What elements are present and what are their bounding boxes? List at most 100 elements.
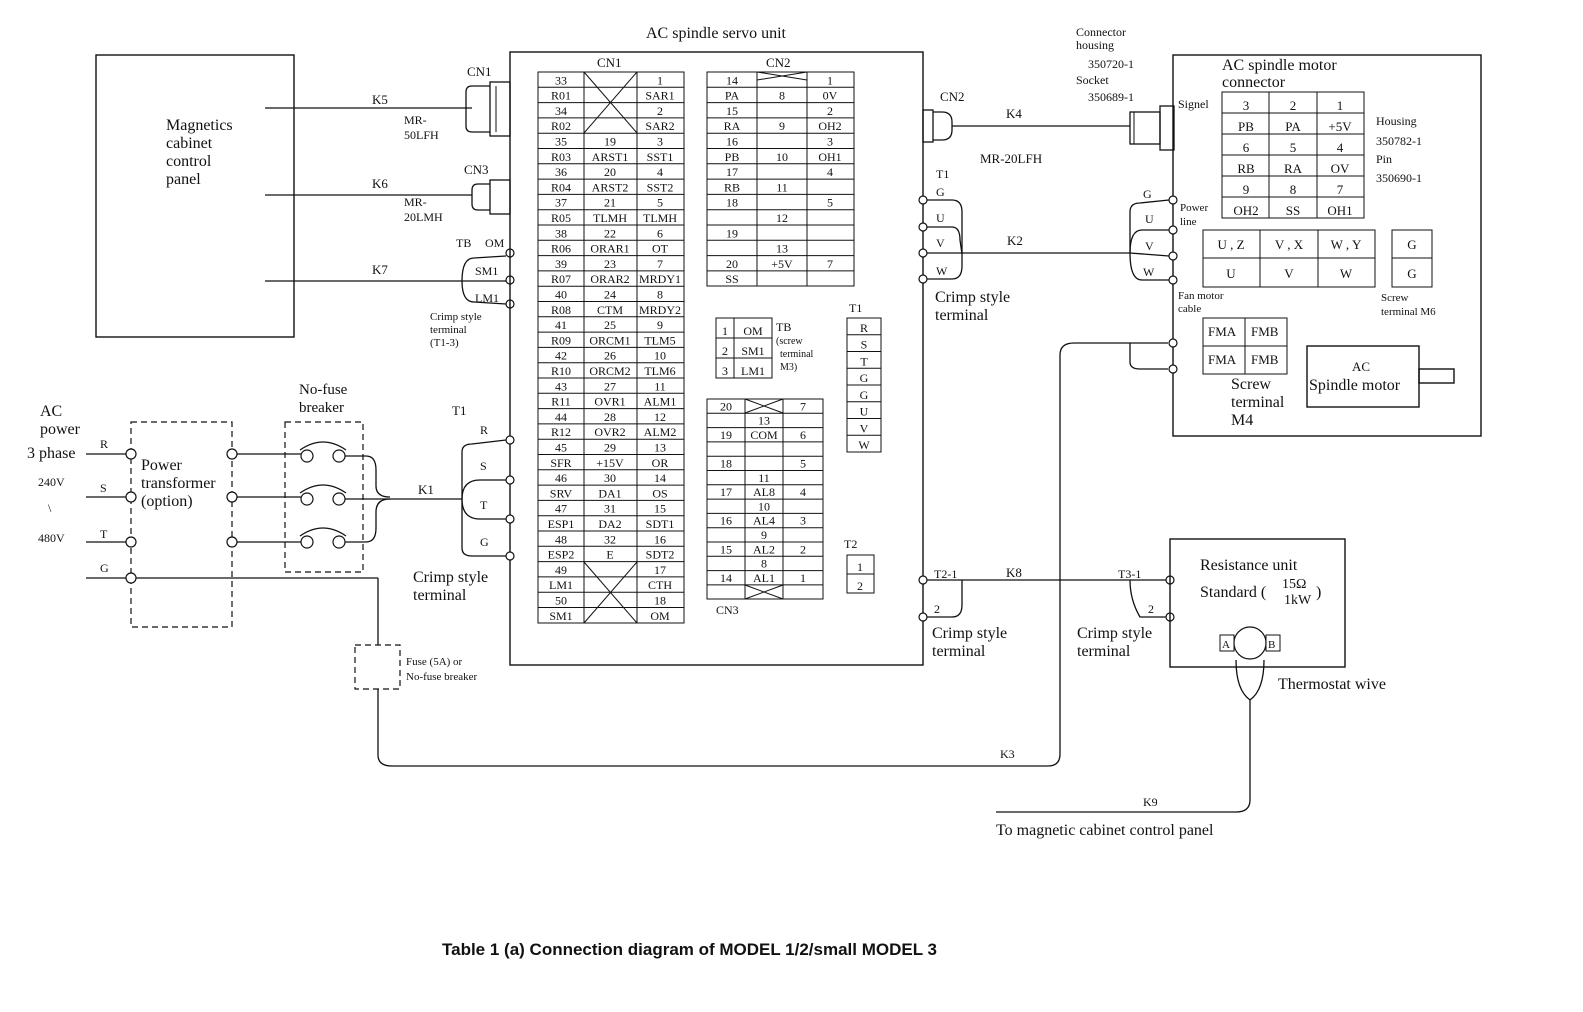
motor-signal-cell: PB [1238, 119, 1254, 134]
cn1-cell: 24 [604, 288, 616, 302]
cn3-cell: AL8 [753, 485, 775, 499]
ac-spindle-motor: AC Spindle motor [1306, 345, 1455, 408]
crimp-t13-3: (T1-3) [430, 337, 459, 349]
mr20lfh-label: MR-20LFH [980, 151, 1042, 166]
motor-signal-cell: 3 [1243, 98, 1250, 113]
power-240v: 240V [38, 475, 65, 489]
cn2-cell: 5 [827, 196, 833, 210]
t1-table-title: T1 [849, 301, 862, 315]
motor-label-1: AC [1352, 359, 1370, 374]
cn3-cell: 20 [720, 399, 732, 413]
cn3-cell: 19 [720, 428, 732, 442]
motor-signal-cell: 8 [1290, 182, 1297, 197]
cn1-cell: ORAR2 [590, 272, 629, 286]
right-crimp2-1: Crimp style [932, 625, 1007, 642]
t2-table-title: T2 [844, 537, 857, 551]
cn1-cell: R04 [551, 180, 571, 194]
cn1-cell: 33 [555, 73, 567, 87]
cn2-plug [922, 109, 1130, 143]
cn2-cell: SS [725, 272, 738, 286]
screw-m4-1: Screw [1231, 376, 1271, 393]
power-line-1: Power [1180, 202, 1208, 214]
conn-housing-2: housing [1076, 38, 1114, 52]
cn1-cell: 23 [604, 257, 616, 271]
resistance-kw: 1kW [1284, 593, 1312, 608]
resistance-close: ) [1316, 584, 1321, 601]
cn3-cell: 17 [720, 485, 732, 499]
nfb-line-1: No-fuse [299, 382, 348, 398]
cn1-cell: 1 [657, 73, 663, 87]
cn1-cell: 29 [604, 441, 616, 455]
cn1-cell: 48 [555, 532, 567, 546]
cn1-cell: 37 [555, 196, 567, 210]
cn2-cell: 15 [726, 104, 738, 118]
cn3-cell: 6 [800, 428, 806, 442]
fuse-box [354, 644, 401, 690]
cn1-cell: TLM5 [644, 333, 675, 347]
t1-power-label: T1 [452, 403, 466, 418]
right-cn2-label: CN2 [940, 89, 965, 104]
t2-table: T2 12 [844, 537, 875, 594]
right-t3-1: T3-1 [1118, 567, 1141, 581]
cn1-cell: 44 [555, 410, 567, 424]
cn3-cell: 16 [720, 514, 732, 528]
t1-cell: T [860, 354, 868, 368]
conn-housing-1: Connector [1076, 25, 1126, 39]
tb-table-label-3: terminal [780, 349, 814, 360]
ac-power-label: AC power 3 phase [27, 403, 81, 462]
power-transformer-box [130, 421, 233, 628]
cn1-cell: ORAR1 [590, 242, 629, 256]
cn1-cell: 15 [654, 502, 666, 516]
t1-cell: G [860, 371, 869, 385]
motor-signal-plug [1129, 105, 1175, 151]
cn1-cell: 40 [555, 288, 567, 302]
cn1-cell: R05 [551, 211, 571, 225]
mr20lmh-label-2: 20LMH [404, 210, 443, 224]
cn2-cell: 7 [827, 257, 833, 271]
fuse-line-2: No-fuse breaker [406, 671, 477, 683]
cn3-cell: AL1 [753, 571, 775, 585]
cn1-cell: TLMH [593, 211, 627, 225]
cn3-cell: 9 [761, 528, 767, 542]
cn1-cell: R12 [551, 425, 571, 439]
cn3-cell: 18 [720, 457, 732, 471]
cn1-cell: 34 [555, 104, 567, 118]
motor-signal-cell: SS [1286, 203, 1300, 218]
right-crimp-2: terminal [935, 307, 989, 324]
cn1-cell: MRDY2 [639, 303, 681, 317]
cn1-cell: ORCM2 [589, 364, 630, 378]
cn1-cell: OVR2 [594, 425, 625, 439]
power-phase: 3 phase [27, 445, 75, 462]
t1-g: G [480, 535, 489, 549]
uvw-top-cell: G [1407, 237, 1416, 252]
cn1-cell: R03 [551, 150, 571, 164]
right-crimp-1: Crimp style [935, 289, 1010, 306]
cn1-cell: 17 [654, 563, 666, 577]
pin-1: Pin [1376, 152, 1392, 166]
tb-table-label-4: M3) [780, 362, 797, 373]
power-ac: AC [40, 403, 62, 420]
t1-cell: U [860, 405, 869, 419]
t2-cell: 2 [857, 579, 863, 593]
cn1-cell: TLM6 [644, 364, 675, 378]
motor-signal-cell: PA [1285, 119, 1301, 134]
cn1-cell: TLMH [643, 211, 677, 225]
cn2-cell: PB [725, 150, 740, 164]
tb-cell: 3 [722, 364, 728, 378]
cn1-cell: 6 [657, 226, 663, 240]
motor-label-2: Spindle motor [1309, 377, 1401, 394]
cn1-cell: ESP2 [548, 548, 575, 562]
cn1-plug [465, 81, 511, 137]
cn1-cell: OT [652, 242, 669, 256]
cn3-cell: AL4 [753, 514, 775, 528]
cable-k2: K2 [1007, 233, 1023, 248]
cn1-cell: 38 [555, 226, 567, 240]
cn1-cell: SDT2 [646, 548, 675, 562]
cn1-cell: 27 [604, 379, 616, 393]
right-t3-2: 2 [1148, 602, 1154, 616]
motor-signal-cell: 2 [1290, 98, 1297, 113]
cn2-cell: 10 [776, 150, 788, 164]
power-line-2: line [1180, 216, 1197, 228]
cn1-cell: 14 [654, 471, 666, 485]
